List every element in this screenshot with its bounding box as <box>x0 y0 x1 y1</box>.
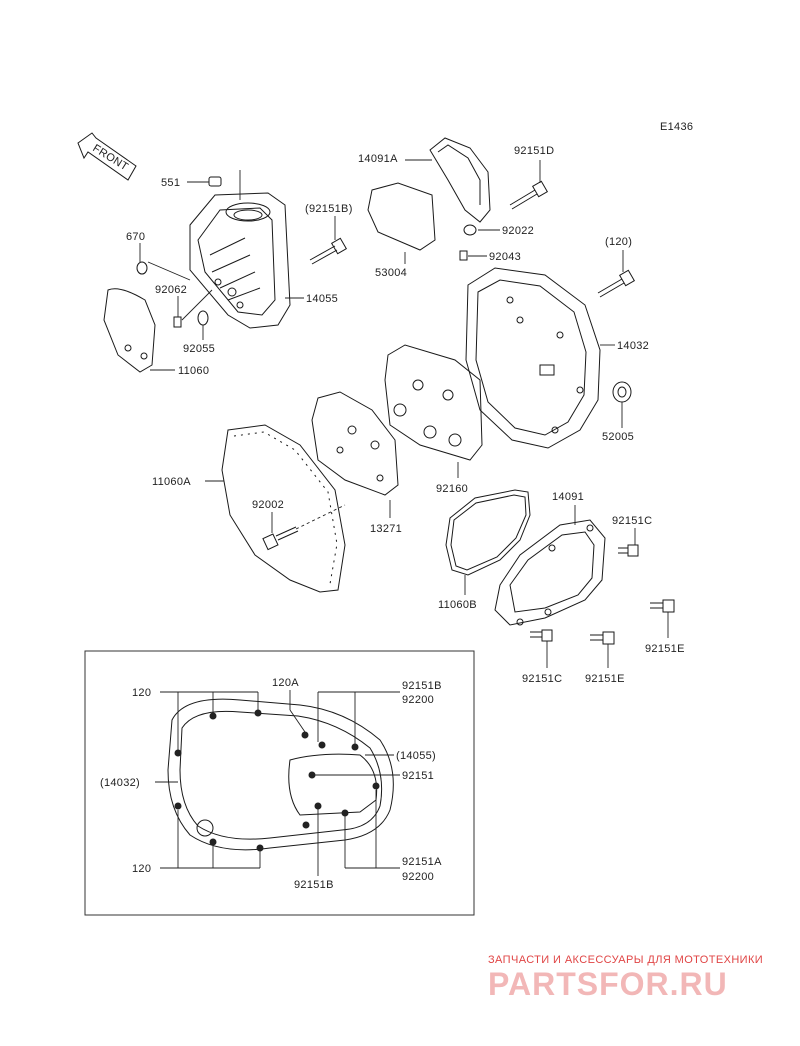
bolt-92151C-lower <box>530 629 553 642</box>
front-arrow: FRONT <box>77 132 137 181</box>
plate-92160 <box>384 344 483 461</box>
bolt-92151B <box>309 237 348 265</box>
inset-label-92200-bottom: 92200 <box>402 871 434 883</box>
label-92151E-a: 92151E <box>645 643 685 655</box>
watermark-brand: PARTSFOR.RU <box>488 966 728 1002</box>
diagram-code: E1436 <box>660 121 693 133</box>
cover-14091A <box>429 137 491 223</box>
label-14055: 14055 <box>306 293 338 305</box>
plug-551 <box>208 176 222 187</box>
plate-13271 <box>311 391 399 496</box>
dowel-92062 <box>173 316 182 328</box>
gasket-11060 <box>103 288 156 373</box>
label-92002: 92002 <box>252 499 284 511</box>
washer-92022 <box>463 224 477 236</box>
label-11060B: 11060B <box>438 599 477 611</box>
clutch-cover-14055 <box>189 192 291 329</box>
label-11060A: 11060A <box>152 476 191 488</box>
label-11060: 11060 <box>178 365 209 377</box>
label-92055: 92055 <box>183 343 215 355</box>
pin-92043 <box>459 250 468 261</box>
inset-label-92200-top: 92200 <box>402 694 434 706</box>
label-92022: 92022 <box>502 225 534 237</box>
label-92043: 92043 <box>489 251 521 263</box>
inset-label-14032-paren: (14032) <box>100 777 140 789</box>
bolt-92151C-upper <box>618 544 639 557</box>
inset-label-14055-paren: (14055) <box>396 750 436 762</box>
inset-label-92151: 92151 <box>402 770 434 782</box>
inset-label-92151A: 92151A <box>402 856 442 868</box>
o-ring-670 <box>136 261 148 275</box>
gasket-11060B <box>445 489 531 576</box>
inset-leaders <box>155 690 400 876</box>
label-551: 551 <box>161 177 180 189</box>
cover-14032 <box>465 267 601 449</box>
label-53004: 53004 <box>375 267 407 279</box>
label-14032: 14032 <box>617 340 649 352</box>
bolt-92151D <box>509 180 549 210</box>
cover-14091 <box>494 519 606 626</box>
bolt-120 <box>597 269 636 298</box>
bolt-92151E-lower <box>590 631 615 645</box>
label-670: 670 <box>126 231 145 243</box>
label-92151B-paren: (92151B) <box>305 203 353 215</box>
inset-cover-outline <box>167 698 394 851</box>
inset-label-120-top: 120 <box>132 687 151 699</box>
watermark-tagline: ЗАПЧАСТИ И АКСЕССУАРЫ ДЛЯ МОТОТЕХНИКИ <box>488 954 763 966</box>
inset-label-120-bottom: 120 <box>132 863 151 875</box>
label-92151C-a: 92151C <box>612 515 652 527</box>
bolt-92002 <box>262 526 299 551</box>
o-ring-92055 <box>197 310 209 326</box>
label-92151C-b: 92151C <box>522 673 562 685</box>
bolt-92151E-upper <box>650 599 675 613</box>
label-92151D: 92151D <box>514 145 554 157</box>
plate-53004 <box>367 182 436 251</box>
inset-label-92151B-bottom: 92151B <box>294 879 334 891</box>
label-92062: 92062 <box>155 284 187 296</box>
inset-bolt-holes <box>174 709 380 852</box>
label-92160: 92160 <box>436 483 468 495</box>
inset-label-92151B-top: 92151B <box>402 680 442 692</box>
label-52005: 52005 <box>602 431 634 443</box>
inset-frame <box>84 650 475 916</box>
inset-label-120A: 120A <box>272 677 299 689</box>
label-14091A: 14091A <box>358 153 398 165</box>
label-13271: 13271 <box>370 523 402 535</box>
label-120-paren: (120) <box>605 236 632 248</box>
seal-52005 <box>612 381 632 403</box>
label-92151E-b: 92151E <box>585 673 625 685</box>
gasket-11060A <box>221 424 346 593</box>
label-14091: 14091 <box>552 491 584 503</box>
